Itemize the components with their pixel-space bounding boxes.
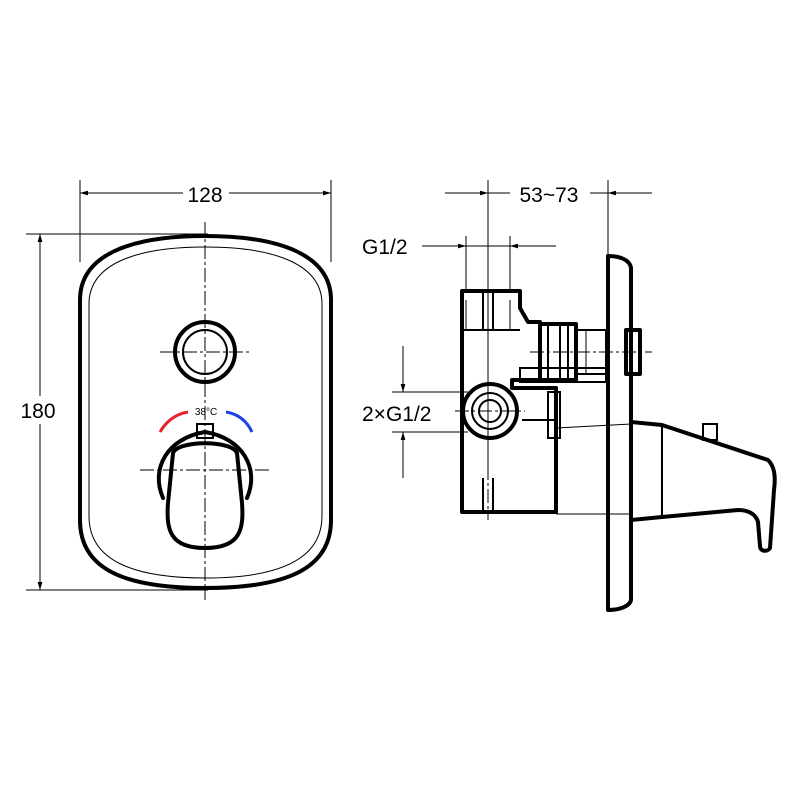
- hot-arc: [158, 410, 189, 433]
- temperature-label: 38°C: [195, 407, 217, 418]
- side-view: 53~73 G1/2 2×G1/2: [362, 180, 777, 612]
- cold-arc: [225, 410, 254, 433]
- front-view: 128 180 38°C: [14, 180, 333, 600]
- height-label: 180: [20, 400, 55, 423]
- side-inlet-label: 2×G1/2: [362, 403, 431, 426]
- depth-label: 53~73: [520, 184, 579, 207]
- wall-plate-profile[interactable]: [606, 254, 633, 612]
- side-inlet-dimension: 2×G1/2: [362, 346, 468, 478]
- height-dimension: 180: [14, 233, 208, 591]
- width-dimension: 128: [79, 180, 332, 262]
- cover-plate-outer: [78, 234, 333, 590]
- cover-plate-inner: [88, 246, 323, 579]
- top-inlet-label: G1/2: [362, 236, 408, 259]
- side-inlet-port: [455, 382, 525, 440]
- lever-profile[interactable]: [555, 420, 777, 553]
- top-inlet-dimension: G1/2: [362, 236, 556, 290]
- diverter-button[interactable]: [173, 320, 237, 384]
- temperature-indicator: 38°C: [158, 407, 254, 433]
- mixer-lever[interactable]: [156, 423, 254, 550]
- width-label: 128: [187, 184, 222, 207]
